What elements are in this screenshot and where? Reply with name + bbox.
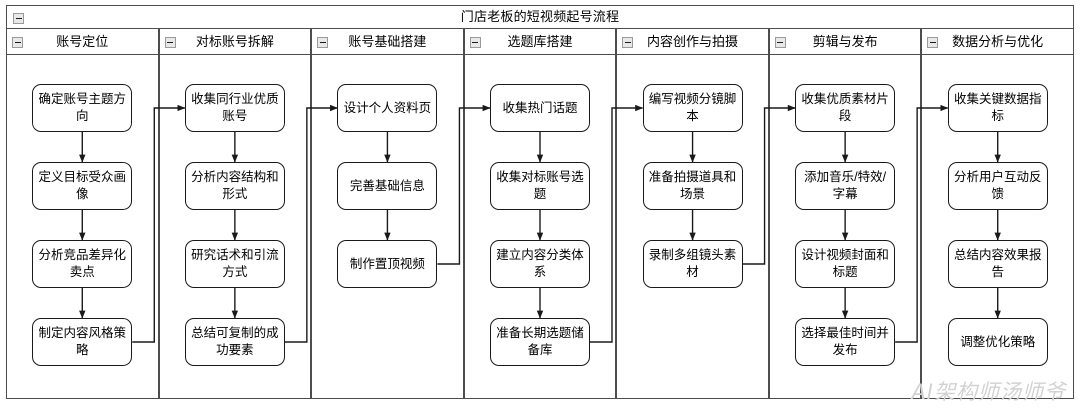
lane-header-label: 内容创作与拍摄 <box>647 33 739 49</box>
minus-box-icon[interactable] <box>12 37 23 48</box>
task-node[interactable]: 建立内容分类体系 <box>489 240 590 288</box>
lane-header-4[interactable]: 选题库搭建 <box>463 28 617 55</box>
task-node[interactable]: 设计个人资料页 <box>337 84 438 132</box>
task-node-label: 制作置顶视频 <box>349 256 425 271</box>
lane-header-label: 剪辑与发布 <box>812 33 878 49</box>
diagram-title-bar: 门店老板的短视频起号流程 <box>6 5 1074 29</box>
task-node-label: 准备拍摄道具和场景 <box>648 170 737 201</box>
task-node[interactable]: 收集对标账号选题 <box>489 162 590 210</box>
task-node[interactable]: 收集同行业优质账号 <box>184 84 285 132</box>
task-node-label: 调整优化策略 <box>960 334 1036 349</box>
task-node-label: 完善基础信息 <box>349 178 425 193</box>
task-node[interactable]: 准备长期选题储备库 <box>489 318 590 366</box>
page-title: 门店老板的短视频起号流程 <box>460 9 620 24</box>
minus-box-icon[interactable] <box>164 37 176 48</box>
task-node-label: 选择最佳时间并发布 <box>801 326 889 357</box>
task-node[interactable]: 分析内容结构和形式 <box>184 162 285 210</box>
task-node-label: 分析用户互动反馈 <box>953 170 1042 201</box>
task-node[interactable]: 选择最佳时间并发布 <box>795 318 896 366</box>
task-node[interactable]: 总结可复制的成功要素 <box>184 318 285 366</box>
task-node-label: 制定内容风格策略 <box>38 326 127 357</box>
lane-header-1[interactable]: 账号定位 <box>6 28 159 55</box>
task-node-label: 研究话术和引流方式 <box>191 248 279 279</box>
task-node-label: 收集关键数据指标 <box>953 92 1042 123</box>
task-node-label: 收集同行业优质账号 <box>191 92 279 123</box>
task-node[interactable]: 准备拍摄道具和场景 <box>642 162 743 210</box>
task-node-label: 收集对标账号选题 <box>496 170 584 201</box>
minus-box-icon[interactable] <box>469 37 481 48</box>
task-node-label: 设计视频封面和标题 <box>801 248 889 279</box>
task-node-label: 录制多组镜头素材 <box>648 248 737 279</box>
task-node[interactable]: 制作置顶视频 <box>337 240 438 288</box>
task-node-label: 收集热门话题 <box>502 100 578 115</box>
lane-header-2[interactable]: 对标账号拆解 <box>158 28 312 55</box>
minus-box-icon[interactable] <box>927 37 939 48</box>
task-node-label: 设计个人资料页 <box>343 100 432 115</box>
minus-box-icon[interactable] <box>317 37 329 48</box>
task-node-label: 收集优质素材片段 <box>801 92 889 123</box>
task-node-label: 准备长期选题储备库 <box>496 326 584 357</box>
task-node[interactable]: 完善基础信息 <box>337 162 438 210</box>
task-node[interactable]: 调整优化策略 <box>947 318 1048 366</box>
task-node[interactable]: 研究话术和引流方式 <box>184 240 285 288</box>
task-node[interactable]: 收集关键数据指标 <box>947 84 1048 132</box>
lane-header-7[interactable]: 数据分析与优化 <box>921 28 1074 55</box>
task-node[interactable]: 收集优质素材片段 <box>795 84 896 132</box>
task-node[interactable]: 分析用户互动反馈 <box>947 162 1048 210</box>
task-node[interactable]: 添加音乐/特效/字幕 <box>795 162 896 210</box>
task-node[interactable]: 制定内容风格策略 <box>32 318 133 366</box>
lane-header-label: 数据分析与优化 <box>952 33 1044 49</box>
task-node[interactable]: 收集热门话题 <box>489 84 590 132</box>
minus-box-icon[interactable] <box>774 37 786 48</box>
minus-box-icon[interactable] <box>13 13 24 24</box>
task-node-label: 分析竞品差异化卖点 <box>38 248 127 279</box>
lane-header-label: 账号定位 <box>56 33 109 49</box>
task-node[interactable]: 设计视频封面和标题 <box>795 240 896 288</box>
task-node-label: 总结内容效果报告 <box>953 248 1042 279</box>
task-node[interactable]: 总结内容效果报告 <box>947 240 1048 288</box>
task-node-label: 编写视频分镜脚本 <box>648 92 737 123</box>
watermark: AI架构师汤师爷 <box>911 380 1066 404</box>
task-node-label: 添加音乐/特效/字幕 <box>804 170 887 201</box>
lane-header-3[interactable]: 账号基础搭建 <box>311 28 464 55</box>
lane-header-band: 账号定位 对标账号拆解 账号基础搭建 选题库搭建 内容创作与拍摄 剪辑与发布 数据分析与优化 <box>6 28 1074 55</box>
lane-header-5[interactable]: 内容创作与拍摄 <box>616 28 769 55</box>
task-node[interactable]: 定义目标受众画像 <box>32 162 133 210</box>
task-node-label: 分析内容结构和形式 <box>191 170 279 201</box>
task-node[interactable]: 确定账号主题方向 <box>32 84 133 132</box>
task-node[interactable]: 编写视频分镜脚本 <box>642 84 743 132</box>
minus-box-icon[interactable] <box>622 37 634 48</box>
task-node-label: 总结可复制的成功要素 <box>191 326 279 357</box>
lane-header-6[interactable]: 剪辑与发布 <box>768 28 922 55</box>
task-node-label: 建立内容分类体系 <box>496 248 584 279</box>
lane-header-label: 账号基础搭建 <box>348 33 427 49</box>
task-node[interactable]: 分析竞品差异化卖点 <box>32 240 133 288</box>
task-node-label: 定义目标受众画像 <box>38 170 127 201</box>
task-node[interactable]: 录制多组镜头素材 <box>642 240 743 288</box>
lane-header-label: 对标账号拆解 <box>195 33 274 49</box>
task-node-label: 确定账号主题方向 <box>38 92 127 123</box>
lane-header-label: 选题库搭建 <box>507 33 573 49</box>
